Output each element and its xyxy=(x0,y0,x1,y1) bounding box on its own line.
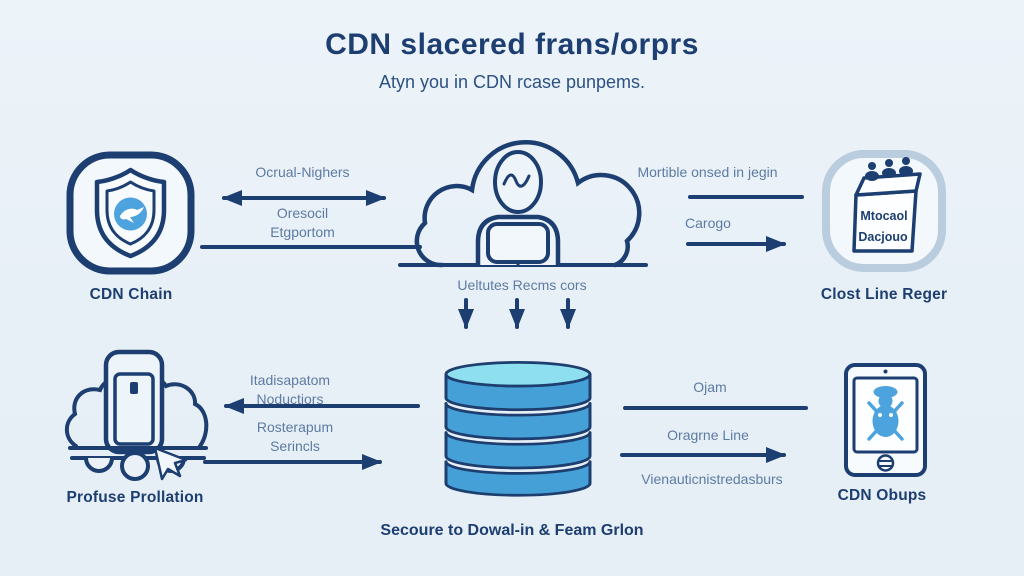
carton-text-line2: Dacjouo xyxy=(858,230,908,244)
page-subtitle: Atyn you in CDN rcase punpems. xyxy=(378,72,646,92)
tablet-bug-icon xyxy=(844,363,927,477)
connector-label-top-right-2: Carogo xyxy=(685,215,731,231)
profuse-prollation-label: Profuse Prollation xyxy=(66,489,204,506)
cloud-server-icon xyxy=(398,139,648,268)
connector-label-top-left-1: Ocrual-Nighers xyxy=(255,164,350,180)
cursor-icon xyxy=(153,446,188,481)
cdn-obups-label: CDN Obups xyxy=(837,487,927,504)
clost-line-reger-label: Clost Line Reger xyxy=(820,286,948,303)
phone-slot xyxy=(130,382,138,394)
tablet-camera-dot xyxy=(883,369,888,374)
shield-squircle-icon xyxy=(66,151,195,275)
dove-icon xyxy=(120,207,144,223)
connector-label-bottom-left-2: Rosterapum Serincls xyxy=(256,419,334,454)
connector-label-bottom-right-1: Ojam xyxy=(693,379,727,395)
cdn-chain-label: CDN Chain xyxy=(89,286,173,303)
bug-icon xyxy=(867,386,904,441)
cloud-outline xyxy=(414,139,642,268)
carton-squircle-icon: Mtocaol Dacjouo xyxy=(822,150,946,272)
connector-label-bottom-right-3: Vienauticnistredasburs xyxy=(641,471,783,487)
database-icon xyxy=(444,361,592,497)
carton-text-line1: Mtocaol xyxy=(860,209,907,223)
connector-label-bottom-left-1: Itadisapatom Noductiors xyxy=(249,372,331,407)
carton-jars xyxy=(865,157,913,181)
connector-label-top-left-2: Oresocil Etgportom xyxy=(270,205,335,240)
cloud-caption: Ueltutes Recms cors xyxy=(457,277,587,293)
person-screen xyxy=(486,222,550,264)
connector-label-bottom-right-2: Oragrne Line xyxy=(667,427,749,443)
face-squiggle xyxy=(502,173,531,188)
database-top-ellipse xyxy=(444,361,592,388)
tablet-home-button xyxy=(876,454,895,472)
footer-caption: Secoure to Dowal-in & Feam Grlon xyxy=(380,522,644,539)
phone-screen xyxy=(113,372,155,446)
connector-label-top-right-1: Mortible onsed in jegin xyxy=(637,164,778,180)
page-title: CDN slacered frans/orprs xyxy=(325,28,699,61)
delivery-cloud-truck-icon xyxy=(64,349,209,481)
